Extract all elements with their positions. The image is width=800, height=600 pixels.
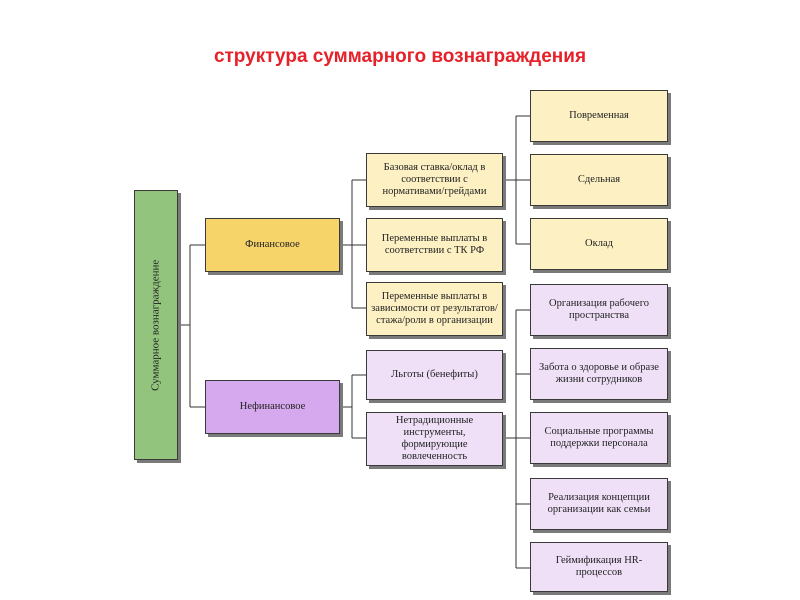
node-label: Переменные выплаты в зависимости от резу… bbox=[371, 290, 498, 327]
node-financial-label: Финансовое bbox=[245, 238, 300, 250]
node-label: Льготы (бенефиты) bbox=[391, 368, 478, 380]
node-label: Базовая ставка/оклад в соответствии с но… bbox=[382, 161, 487, 198]
root-node-label: Суммарное вознаграждение bbox=[149, 259, 162, 391]
root-node: Суммарное вознаграждение bbox=[134, 190, 178, 460]
node-label: Забота о здоровье и образе жизни сотрудн… bbox=[539, 361, 659, 385]
node-label: Социальные программы поддержки персонала bbox=[544, 425, 654, 449]
node-label: Организация рабочего пространства bbox=[548, 297, 649, 321]
node-nonfinancial: Нефинансовое bbox=[205, 380, 340, 434]
node-label: Реализация концепции организации как сем… bbox=[547, 491, 651, 515]
node-salary: Оклад bbox=[530, 218, 668, 270]
node-piecework: Сдельная bbox=[530, 154, 668, 206]
node-gamification: Геймификация HR-процессов bbox=[530, 542, 668, 592]
node-family-concept: Реализация концепции организации как сем… bbox=[530, 478, 668, 530]
node-label: Сдельная bbox=[577, 173, 621, 185]
node-engagement-tools: Нетрадиционные инструменты, формирующие … bbox=[366, 412, 503, 466]
node-label: Геймификация HR-процессов bbox=[555, 554, 643, 578]
node-workspace: Организация рабочего пространства bbox=[530, 284, 668, 336]
node-benefits: Льготы (бенефиты) bbox=[366, 350, 503, 400]
node-label: Повременная bbox=[569, 109, 629, 121]
node-statutory-variable-pay: Переменные выплаты в соответствии с ТК Р… bbox=[366, 218, 503, 272]
node-label: Нетрадиционные инструменты, формирующие … bbox=[395, 414, 474, 463]
node-nonfinancial-label: Нефинансовое bbox=[239, 400, 306, 412]
node-financial: Финансовое bbox=[205, 218, 340, 272]
node-base-pay: Базовая ставка/оклад в соответствии с но… bbox=[366, 153, 503, 207]
node-label: Оклад bbox=[585, 237, 613, 249]
diagram-title: структура суммарного вознаграждения bbox=[213, 46, 587, 67]
node-social-programs: Социальные программы поддержки персонала bbox=[530, 412, 668, 464]
node-time-based: Повременная bbox=[530, 90, 668, 142]
node-label: Переменные выплаты в соответствии с ТК Р… bbox=[381, 232, 488, 256]
node-performance-variable-pay: Переменные выплаты в зависимости от резу… bbox=[366, 282, 503, 336]
node-health-care: Забота о здоровье и образе жизни сотрудн… bbox=[530, 348, 668, 400]
